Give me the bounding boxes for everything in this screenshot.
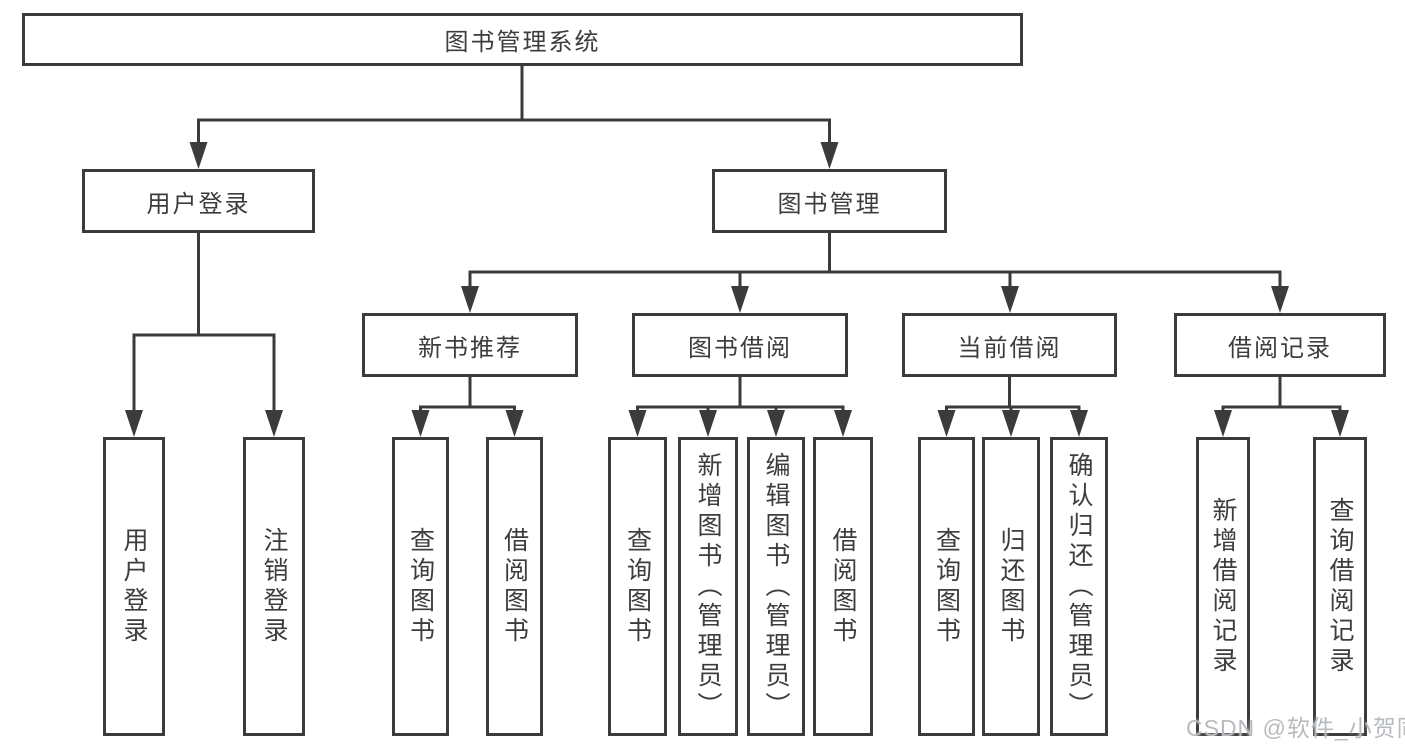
leaf-borrow-books-recommend-label: 借阅图书 [500,526,529,647]
arrow-down-icon [461,286,479,313]
edges-user-login-to-leaves [125,231,283,437]
leaf-borrow-books: 借阅图书 [813,437,873,736]
arrow-down-icon [1002,410,1020,437]
arrow-down-icon [411,410,430,437]
arrow-down-icon [125,410,143,437]
arrow-down-icon [834,410,852,437]
leaf-confirm-return-admin-label: 确认归还（管理员） [1065,451,1093,722]
arrow-down-icon [189,142,208,169]
leaf-edit-books-admin: 编辑图书（管理员） [747,437,805,736]
edges-book-borrow-to-leaves [628,375,852,437]
node-book-management-label: 图书管理 [777,190,882,218]
leaf-confirm-return-admin: 确认归还（管理员） [1050,437,1108,736]
node-borrow-records-label: 借阅记录 [1228,334,1332,362]
node-book-management: 图书管理 [712,169,947,233]
leaf-add-books-admin: 新增图书（管理员） [678,437,738,736]
leaf-borrow-books-recommend: 借阅图书 [486,437,543,736]
leaf-add-books-admin-label: 新增图书（管理员） [694,451,722,722]
arrow-down-icon [820,142,839,169]
arrow-down-icon [628,410,647,437]
arrow-down-icon [731,286,749,313]
csdn-watermark: CSDN @软件_小贺同学 [1186,715,1405,741]
leaf-query-books-current: 查询图书 [918,437,975,736]
node-user-login: 用户登录 [82,169,315,233]
node-current-borrow: 当前借阅 [902,313,1117,377]
node-book-borrow: 图书借阅 [632,313,848,377]
node-user-login-label: 用户登录 [146,190,251,218]
leaf-return-books: 归还图书 [982,437,1040,736]
arrow-down-icon [1331,410,1349,437]
arrow-down-icon [1214,410,1232,437]
leaf-query-books-current-label: 查询图书 [932,526,961,647]
leaf-query-borrow-record-label: 查询借阅记录 [1326,496,1354,677]
arrow-down-icon [1001,286,1019,313]
leaf-user-login-label: 用户登录 [120,526,148,647]
node-borrow-records: 借阅记录 [1174,313,1386,377]
leaf-add-borrow-record: 新增借阅记录 [1196,437,1250,736]
node-book-borrow-label: 图书借阅 [688,334,792,362]
leaf-return-books-label: 归还图书 [997,526,1025,647]
leaf-query-books-recommend: 查询图书 [392,437,449,736]
arrow-down-icon [767,410,785,437]
leaf-query-books-recommend-label: 查询图书 [406,526,435,647]
node-new-book-recommend-label: 新书推荐 [418,334,522,362]
node-root-label: 图书管理系统 [444,29,601,56]
arrow-down-icon [1070,410,1088,437]
leaf-edit-books-admin-label: 编辑图书（管理员） [762,451,790,722]
leaf-query-borrow-record: 查询借阅记录 [1313,437,1367,736]
leaf-add-borrow-record-label: 新增借阅记录 [1209,496,1237,677]
leaf-query-books-borrow-label: 查询图书 [623,526,652,647]
leaf-logout-label: 注销登录 [260,526,288,647]
arrow-down-icon [505,410,524,437]
leaf-logout: 注销登录 [243,437,305,736]
arrow-down-icon [265,410,283,437]
node-current-borrow-label: 当前借阅 [957,334,1062,362]
edges-new-book-to-leaves [411,375,524,437]
node-new-book-recommend: 新书推荐 [362,313,578,377]
edges-root-to-level2 [189,64,839,169]
node-root: 图书管理系统 [22,13,1023,66]
arrow-down-icon [699,410,717,437]
leaf-query-books-borrow: 查询图书 [608,437,667,736]
edges-current-borrow-to-leaves [937,375,1088,437]
arrow-down-icon [1271,286,1289,313]
edges-borrow-records-to-leaves [1214,375,1349,437]
leaf-user-login: 用户登录 [103,437,165,736]
edges-book-management-to-level3 [461,231,1289,313]
arrow-down-icon [937,410,956,437]
leaf-borrow-books-label: 借阅图书 [829,526,857,647]
